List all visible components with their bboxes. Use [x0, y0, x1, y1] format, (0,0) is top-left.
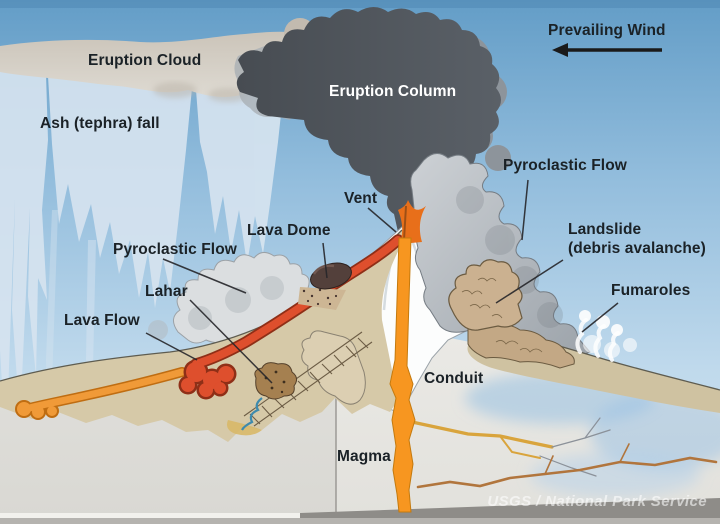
wind-arrow-icon — [552, 43, 662, 57]
magma-conduit-shape — [389, 200, 426, 513]
floor — [0, 392, 720, 524]
lahar-channel-shape — [227, 331, 373, 436]
lava-dome-shape — [298, 262, 352, 310]
leader-lines — [145, 179, 619, 384]
ash-fall-curtains — [0, 70, 284, 470]
lava-flow-shape — [178, 234, 404, 400]
fumaroles-steam — [575, 310, 637, 362]
landslide-shape — [448, 259, 575, 369]
old-lava-flow-shape — [15, 367, 187, 420]
